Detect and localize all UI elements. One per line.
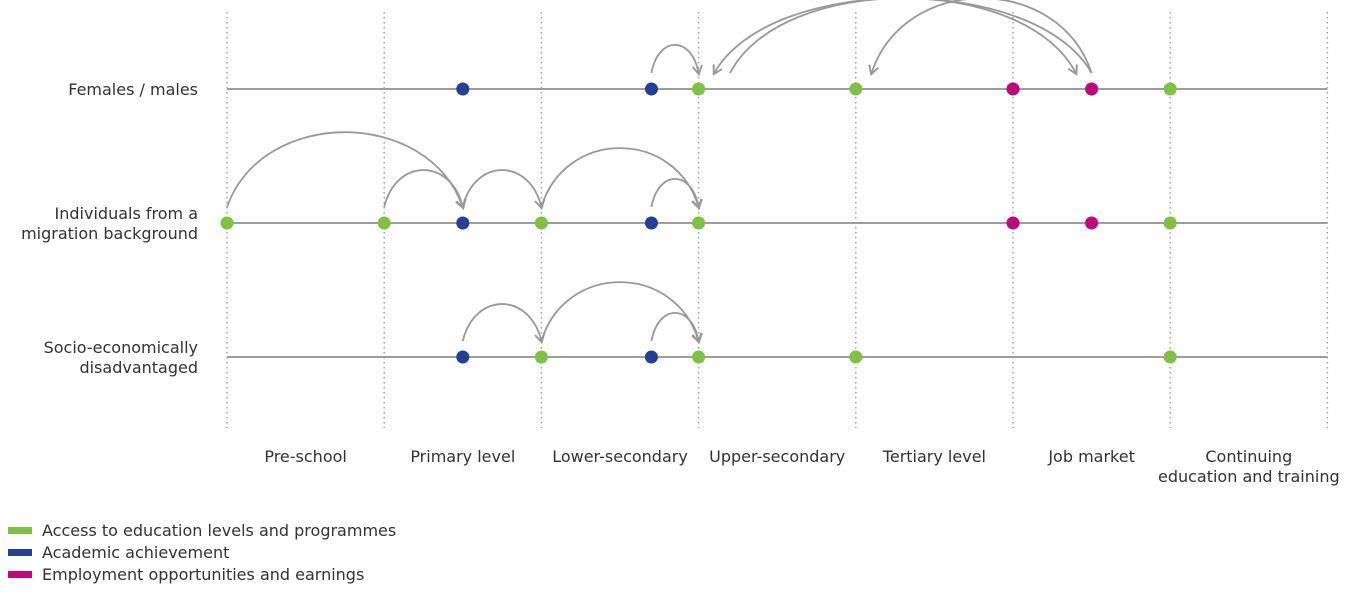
legend-swatch [8, 570, 32, 578]
data-point-achievement [644, 216, 658, 230]
influence-arrow [650, 44, 703, 77]
legend-item-employment: Employment opportunities and earnings [8, 563, 396, 585]
influence-arrow [650, 312, 703, 345]
legend-label: Employment opportunities and earnings [42, 564, 365, 584]
stage-label: Tertiary level [882, 447, 986, 466]
data-point-access [1163, 216, 1177, 230]
data-point-access [692, 350, 706, 364]
influence-arrow [729, 0, 1078, 76]
stage-label: Upper-secondary [709, 447, 845, 466]
data-point-access [692, 82, 706, 96]
stage-label: Pre-school [264, 447, 347, 466]
data-point-access [1163, 350, 1177, 364]
data-point-access [1163, 82, 1177, 96]
data-point-achievement [456, 82, 470, 96]
data-point-access [692, 216, 706, 230]
stage-label: Primary level [410, 447, 515, 466]
stage-label: Job market [1047, 447, 1135, 466]
legend-item-achievement: Academic achievement [8, 541, 396, 563]
influence-arrow [540, 147, 703, 211]
data-point-employment [1006, 216, 1020, 230]
data-point-achievement [456, 350, 470, 364]
data-point-achievement [644, 350, 658, 364]
legend-swatch [8, 526, 32, 534]
legend-label: Access to education levels and programme… [42, 520, 397, 540]
legend-item-access: Access to education levels and programme… [8, 519, 396, 541]
legend-label: Academic achievement [42, 542, 230, 562]
data-point-access [849, 82, 863, 96]
legend-swatch [8, 548, 32, 556]
group-label: Females / males [68, 80, 198, 99]
data-point-access [849, 350, 863, 364]
influence-arrow [712, 0, 1093, 76]
influence-arrow [383, 169, 467, 211]
data-point-access [534, 350, 548, 364]
data-point-employment [1085, 216, 1099, 230]
influence-arrow [650, 178, 703, 211]
legend: Access to education levels and programme… [8, 519, 396, 585]
stage-label: Lower-secondary [552, 447, 688, 466]
data-point-achievement [456, 216, 470, 230]
influence-arrow [226, 131, 466, 210]
influence-arrow [461, 169, 546, 211]
influence-arrow [461, 303, 546, 345]
data-point-employment [1006, 82, 1020, 96]
influence-arrow [540, 281, 703, 345]
data-point-access [534, 216, 548, 230]
influence-arrow [868, 0, 1093, 76]
data-point-access [220, 216, 234, 230]
data-point-employment [1085, 82, 1099, 96]
data-point-achievement [644, 82, 658, 96]
data-point-access [377, 216, 391, 230]
